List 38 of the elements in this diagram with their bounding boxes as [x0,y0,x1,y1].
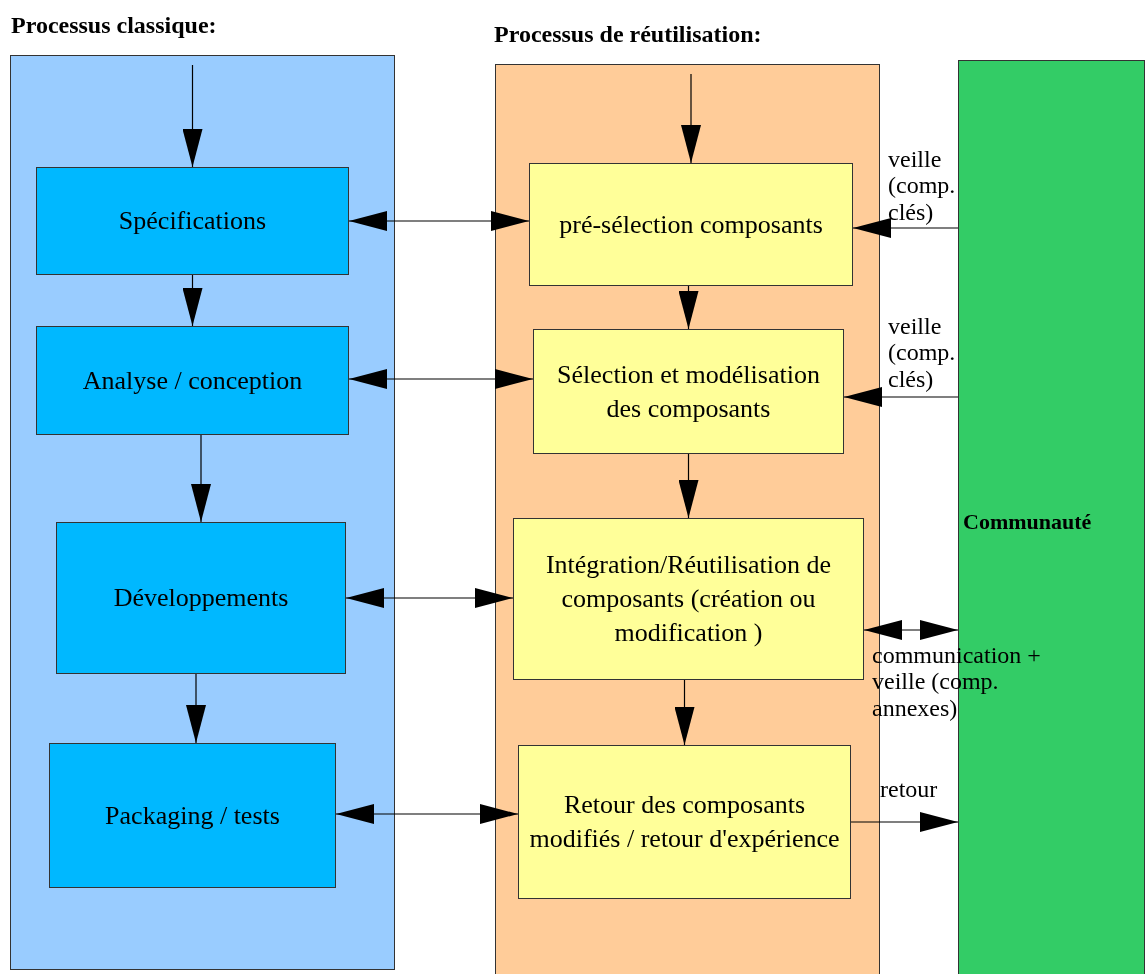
box-label: Retour des composants modifiés / retour d'expérience [528,789,841,855]
box-label: Sélection et modélisation des composants [556,358,821,425]
arrow [182,64,203,168]
lane-heading: Processus de réutilisation: [494,21,762,48]
process-box [513,518,864,680]
process-box [518,745,851,899]
arrow [182,274,203,327]
column-label: Communauté [963,509,1092,535]
process-box [533,329,844,454]
arrow [674,679,695,746]
process-box [56,522,346,674]
arrow [678,285,699,330]
process-box [529,163,853,286]
process-box [49,743,336,888]
arrow [863,620,959,640]
box-label: Développements [113,582,289,615]
arrow [335,804,519,824]
arrow [186,673,206,744]
box-label: pré-sélection composants [559,208,823,241]
box-label: Intégration/Réutilisation de composants (création ou modification ) [544,549,833,649]
box-label: Spécifications [118,205,267,238]
edge-label: veille (comp. clés) [888,146,957,226]
arrow [345,588,514,608]
arrow [348,211,530,231]
box-label: Analyse / conception [82,364,303,397]
edge-label: retour [880,776,939,803]
box-label: Packaging / tests [105,799,280,832]
lane-heading: Processus classique: [11,12,217,39]
edge-label: veille (comp. clés) [888,313,957,393]
arrow [678,453,699,519]
arrow [852,218,959,238]
arrow [850,812,959,832]
process-box [36,167,349,275]
arrow [681,73,701,164]
process-box [36,326,349,435]
arrow [843,387,959,407]
arrow [348,369,534,389]
arrow [191,434,211,523]
